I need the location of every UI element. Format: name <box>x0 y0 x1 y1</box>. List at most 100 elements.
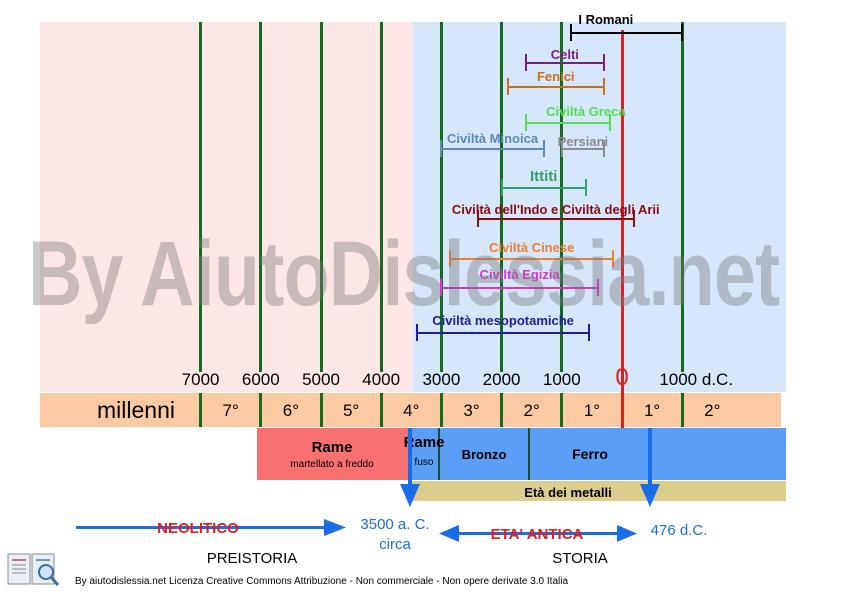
tick-label-7: 1000 d.C. <box>659 370 734 389</box>
tick-label-5: 2000 <box>482 370 521 389</box>
civilization-label-6: Ittiti <box>529 168 558 185</box>
gridline-3 <box>379 22 383 372</box>
strip-tick-5 <box>500 393 504 427</box>
millennium-label-5: 2° <box>523 401 540 420</box>
strip-tick-7 <box>680 393 684 427</box>
civilization-start-cap-1 <box>524 54 527 71</box>
civilization-label-10: Civiltà mesopotamiche <box>432 313 574 328</box>
civilization-bar-6 <box>501 187 586 189</box>
civilization-end-cap-3 <box>608 114 611 131</box>
year-zero-line <box>620 30 624 428</box>
millennium-label-1: 6° <box>282 401 300 420</box>
strip-tick-2 <box>319 393 323 427</box>
civilization-bar-7 <box>477 218 635 220</box>
civilization-end-cap-9 <box>596 279 599 296</box>
gridline-6 <box>560 22 564 372</box>
date-3500-line1: 3500 a. C. <box>360 516 430 533</box>
strip-tick-6 <box>560 393 564 427</box>
civilization-bar-8 <box>450 258 613 260</box>
civilization-label-5: Persiani <box>557 134 609 149</box>
arrow-down-476-icon <box>640 428 660 507</box>
millennium-label-6: 1° <box>583 401 601 420</box>
rame-fuso-title: Rame <box>403 434 445 451</box>
gridline-4 <box>439 22 443 372</box>
civilization-label-8: Civiltà Cinese <box>489 240 575 255</box>
ferro-label: Ferro <box>572 446 608 462</box>
prehistory-zone <box>40 22 413 392</box>
civilization-bar-3 <box>525 122 610 124</box>
eta-antica-label: ETA' ANTICA <box>490 526 584 543</box>
millennia-title: millenni <box>97 397 175 423</box>
tick-label-1: 6000 <box>241 370 280 389</box>
civilization-start-cap-4 <box>440 140 443 157</box>
gridline-5 <box>500 22 504 372</box>
preistoria-label: PREISTORIA <box>206 550 298 567</box>
millennium-label-2: 5° <box>342 401 360 420</box>
civilization-start-cap-9 <box>440 279 443 296</box>
civilization-start-cap-3 <box>524 114 527 131</box>
eta-antica-arrow-icon <box>439 525 637 542</box>
civilization-bar-9 <box>441 287 598 289</box>
gridline-0 <box>199 22 203 372</box>
civilization-bar-10 <box>417 332 589 334</box>
neolitico-arrow-icon <box>76 519 346 536</box>
rame-martellato-block <box>257 428 409 480</box>
strip-tick-4 <box>439 393 443 427</box>
civilization-bar-2 <box>507 86 604 88</box>
book-magnifier-icon <box>7 553 60 586</box>
millennium-label-3: 4° <box>403 401 420 420</box>
tick-label-4: 3000 <box>422 370 461 389</box>
year-zero-label: 0 <box>615 364 629 391</box>
millennia-strip <box>40 393 781 427</box>
gridline-7 <box>680 22 684 372</box>
civilization-bar-4 <box>441 148 544 150</box>
civilization-label-2: Fenici <box>536 69 575 84</box>
strip-tick-0 <box>199 393 203 427</box>
civilization-start-cap-5 <box>560 140 563 157</box>
strip-zero-tick <box>620 393 624 427</box>
date-3500-line2: circa <box>379 536 411 553</box>
civilization-end-cap-2 <box>602 78 605 95</box>
civilization-end-cap-0 <box>681 24 684 41</box>
civilization-label-9: Civiltà Egizia <box>479 267 560 282</box>
civilization-label-7: Civiltà dell'Indo e Civiltà degli Arii <box>451 202 660 217</box>
civilization-label-1: Celti <box>550 47 579 62</box>
footer-credit: By aiutodislessia.net Licenza Creative C… <box>75 576 569 587</box>
civilization-bar-5 <box>561 148 604 150</box>
arrow-down-3500-icon <box>400 428 420 507</box>
civilization-end-cap-1 <box>602 54 605 71</box>
civilization-bar-1 <box>525 62 604 64</box>
metal-age-block <box>409 428 786 480</box>
civilization-label-4: Civiltà Minoica <box>447 131 539 146</box>
civilization-end-cap-6 <box>584 179 587 196</box>
civilization-end-cap-7 <box>633 210 636 227</box>
eta-metalli-label: Età dei metalli <box>524 485 612 500</box>
civilization-label-3: Civiltà Greca <box>546 104 626 119</box>
date-476-label: 476 d.C. <box>650 522 708 539</box>
strip-tick-1 <box>259 393 263 427</box>
gridline-1 <box>259 22 263 372</box>
civilization-end-cap-10 <box>587 324 590 341</box>
civilization-end-cap-5 <box>602 140 605 157</box>
millennium-label-4: 3° <box>463 401 480 420</box>
tick-label-6: 1000 <box>542 370 581 389</box>
civilization-label-0: I Romani <box>578 12 634 27</box>
tick-label-3: 4000 <box>362 370 401 389</box>
civilization-end-cap-8 <box>611 250 614 267</box>
millennium-label-7: 1° <box>643 401 661 420</box>
millennium-label-8: 2° <box>704 401 721 420</box>
strip-tick-3 <box>379 393 383 427</box>
civilization-start-cap-6 <box>500 179 503 196</box>
millennium-label-0: 7° <box>222 401 239 420</box>
rame-subtitle: martellato a freddo <box>290 459 374 470</box>
civilization-start-cap-10 <box>416 324 419 341</box>
civilization-start-cap-0 <box>569 24 572 41</box>
rame-title: Rame <box>311 439 353 456</box>
civilization-bar-0 <box>570 32 683 34</box>
history-zone <box>413 22 786 392</box>
tick-label-2: 5000 <box>302 370 340 389</box>
civilization-start-cap-8 <box>449 250 452 267</box>
watermark: By AiutoDislessia.net <box>28 223 780 325</box>
rame-bronzo-divider <box>438 428 440 480</box>
